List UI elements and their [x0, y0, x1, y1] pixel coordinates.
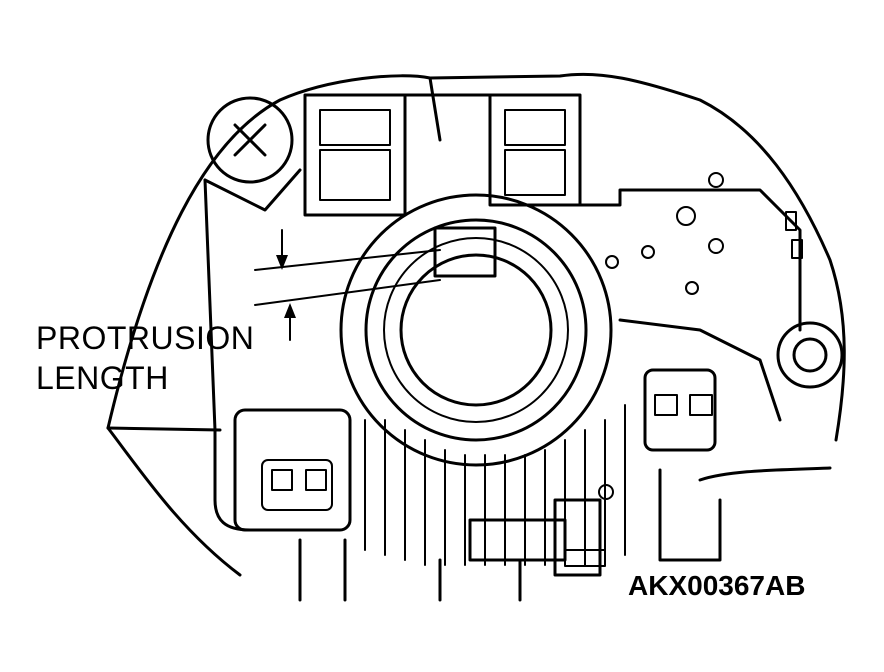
rectifier-panel-right [578, 118, 844, 389]
screw-boss [203, 96, 302, 432]
brush-holder-top [303, 76, 582, 217]
protrusion-dimension [254, 229, 441, 341]
callout-line-2: LENGTH [36, 360, 169, 396]
protrusion-length-label: PROTRUSION LENGTH [36, 318, 254, 398]
rectifier-heatsink [213, 318, 782, 602]
callout-line-1: PROTRUSION [36, 320, 255, 356]
housing-outline [106, 72, 846, 577]
slip-ring-assembly [339, 193, 613, 467]
figure-id-label: AKX00367AB [628, 570, 806, 601]
